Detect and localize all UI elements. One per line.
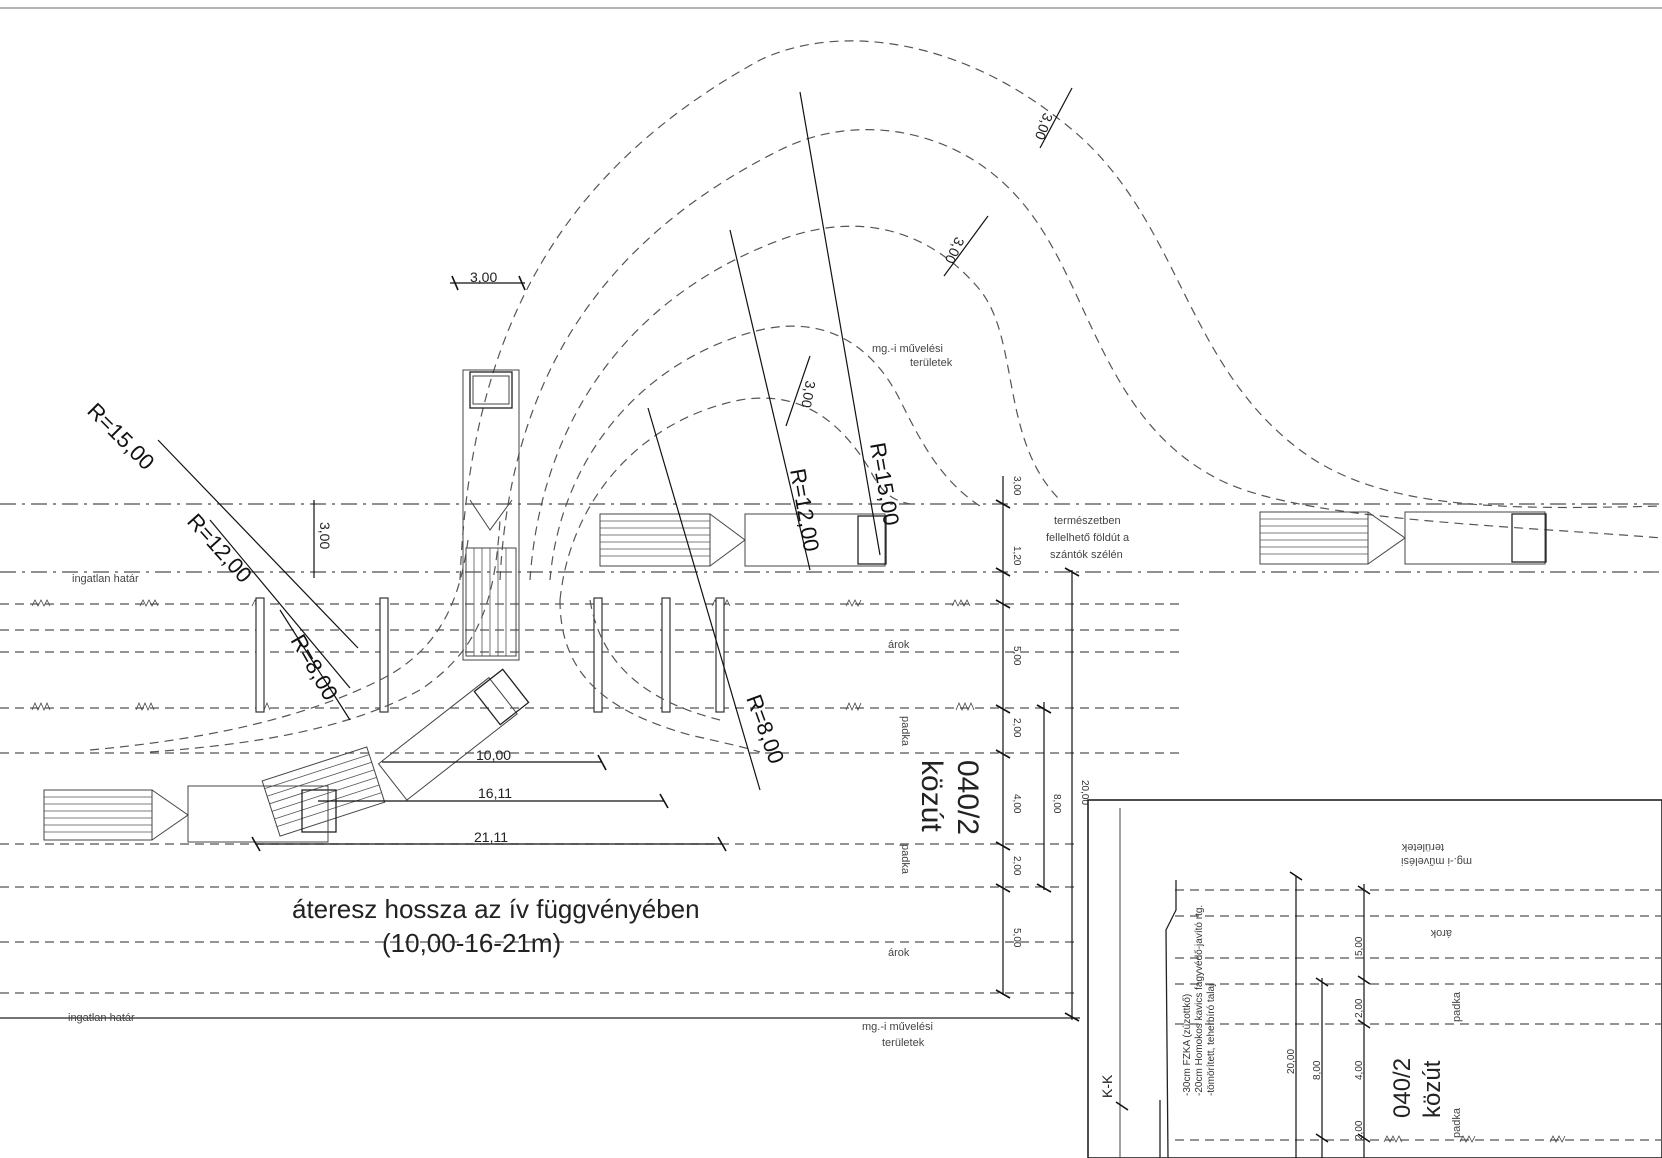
inset-dim-800: 8,00 [1312, 1060, 1323, 1080]
label-property-line-2: ingatlan határ [68, 1012, 135, 1024]
inset-layers-1: -30cm FZKA (zúzottkő) [1182, 994, 1193, 1096]
dim-side-200a: 2,00 [1011, 718, 1022, 738]
inset-ditch: árok [1430, 927, 1452, 939]
label-farmland-2-a: mg.-i művelési [862, 1021, 933, 1033]
dim-lane-1: 3,00 [1032, 111, 1056, 142]
label-farmland-1-b: területek [910, 357, 953, 369]
vehicle-road [43, 785, 329, 843]
dim-side-500a: 5,00 [1011, 646, 1022, 666]
inset-farmland-b: területek [1401, 841, 1444, 853]
label-shoulder-1: padka [899, 716, 911, 747]
dim-culvert-21: 21,11 [474, 829, 508, 845]
label-natural-road-3: szántók szélén [1050, 549, 1123, 561]
label-natural-road-1: természetben [1054, 515, 1121, 527]
inset-dim-2000: 20,00 [1286, 1049, 1297, 1074]
vehicle-field-2 [1259, 511, 1547, 565]
drawing-title-line1: áteresz hossza az ív függvényében [292, 894, 700, 924]
radius-12-right: R=12,00 [785, 467, 824, 554]
inset-shoulder-2: padka [1451, 1107, 1463, 1138]
road-type: közút [915, 760, 948, 832]
dimension-lines [157, 87, 1080, 1022]
inset-road-type: közút [1419, 1060, 1446, 1118]
dim-lane-2: 3,00 [942, 235, 968, 267]
dim-side-120: 1,20 [1011, 546, 1022, 566]
label-farmland-2-b: területek [882, 1037, 925, 1049]
label-farmland-1-a: mg.-i művelési [872, 343, 943, 355]
vehicle-vertical [462, 369, 520, 661]
road-code: 040/2 [951, 760, 984, 835]
dim-side-300: 3,00 [1011, 476, 1022, 496]
inset-dim-400: 4,00 [1354, 1060, 1365, 1080]
inset-section [1087, 799, 1662, 1158]
label-natural-road-2: fellelhető földút a [1046, 532, 1130, 544]
inset-dim-200b: 2,00 [1354, 1120, 1365, 1140]
vehicle-turning [261, 668, 530, 837]
inset-shoulder-1: padka [1451, 991, 1463, 1022]
dim-side-400: 4,00 [1011, 794, 1022, 814]
radius-12-left: R=12,00 [182, 509, 257, 588]
inset-layers-2: -20cm Homokos kavics fagyvédő-javító rtg… [1194, 905, 1205, 1096]
inset-road-code: 040/2 [1389, 1058, 1416, 1118]
dim-side-2000: 20,00 [1079, 780, 1090, 805]
dim-side-500b: 5,00 [1011, 928, 1022, 948]
grass-rows [31, 599, 975, 712]
dim-side-800: 8,00 [1051, 794, 1062, 814]
drawing-title-line2: (10,00-16-21m) [382, 928, 561, 958]
label-property-line-1: ingatlan határ [72, 573, 139, 585]
turning-curves [89, 40, 1662, 753]
inset-dim-500: 5,00 [1354, 936, 1365, 956]
inset-dim-200a: 2,00 [1354, 998, 1365, 1018]
label-ditch-1: árok [888, 639, 910, 651]
road-lines [0, 503, 1662, 1019]
dim-lane-top: 3,00 [470, 269, 497, 285]
culvert-posts [255, 597, 725, 713]
inset-farmland-a: mg.-i művelési [1401, 855, 1472, 867]
dim-culvert-16: 16,11 [478, 785, 512, 801]
inset-frame [1087, 799, 1662, 1158]
label-shoulder-2: padka [899, 844, 911, 875]
radius-8-right: R=8,00 [741, 691, 789, 767]
dim-lane-3: 3,00 [798, 379, 819, 409]
radius-15-left: R=15,00 [82, 398, 159, 475]
dim-side-200b: 2,00 [1011, 856, 1022, 876]
label-ditch-2: árok [888, 947, 910, 959]
inset-layers-3: -tömörített, teherbíró talaj [1206, 984, 1217, 1096]
inset-section-mark: K-K [1099, 1074, 1115, 1098]
radius-8-left: R=8,00 [286, 630, 343, 704]
vehicle-field-1 [599, 513, 887, 567]
dim-lane-4: 3,00 [317, 522, 333, 549]
dim-culvert-10: 10,00 [476, 747, 511, 763]
